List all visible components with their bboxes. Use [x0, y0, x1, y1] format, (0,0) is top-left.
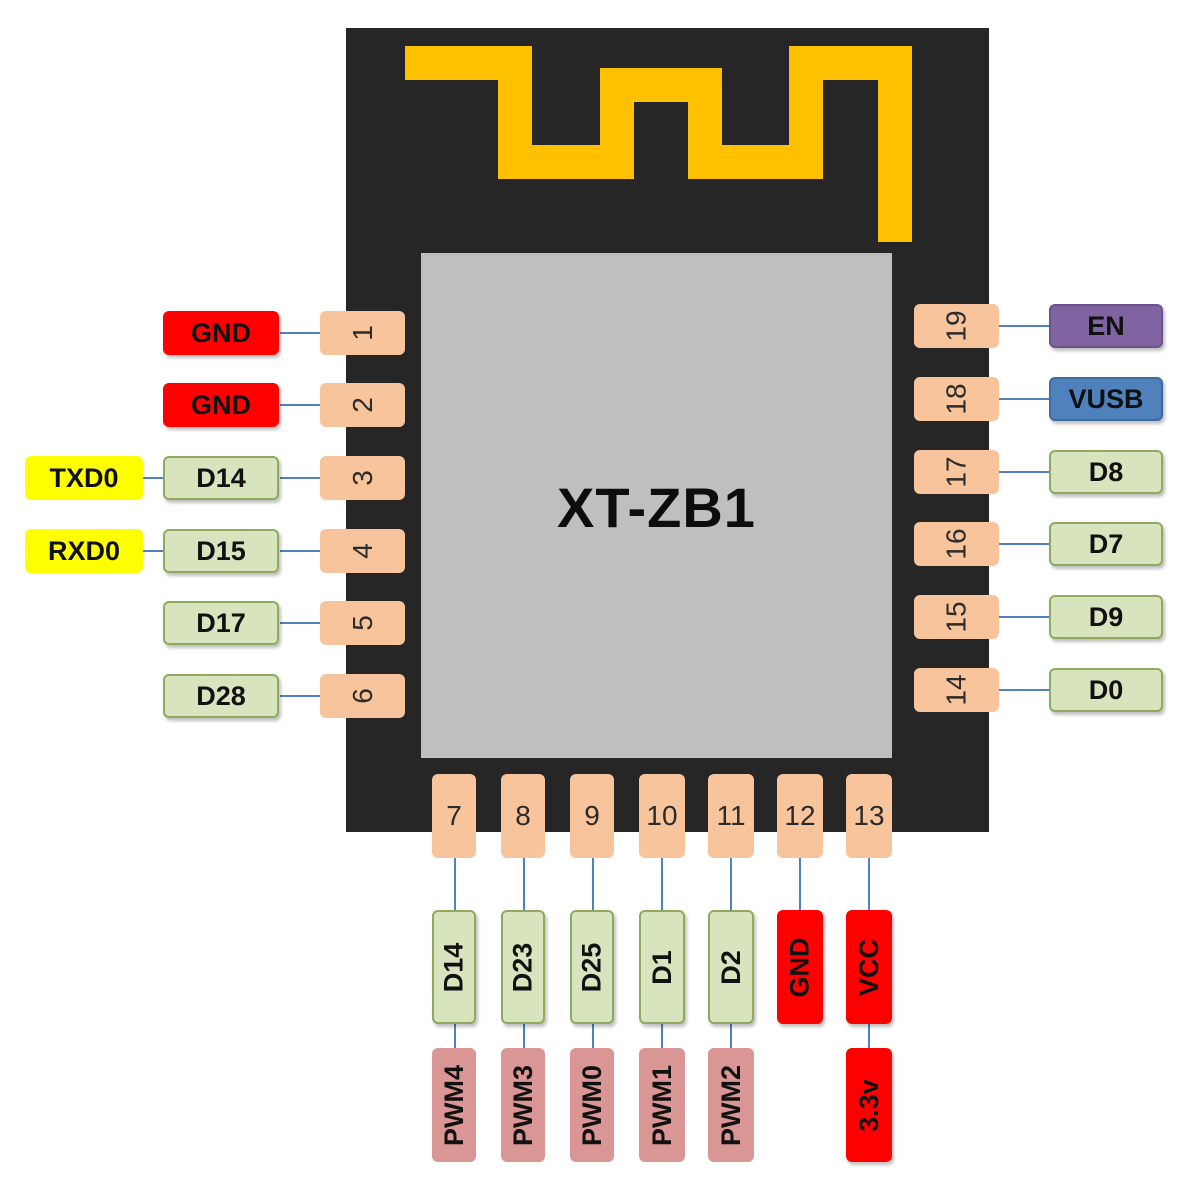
pin-3: 3 — [320, 456, 405, 500]
pin-number: 11 — [716, 800, 746, 831]
pin-number: 3 — [346, 470, 378, 486]
pin-label-pwm4: PWM4 — [432, 1048, 476, 1162]
connector-line — [999, 398, 1049, 400]
pin-label-gnd: GND — [777, 910, 823, 1024]
pin-number: 9 — [584, 800, 600, 831]
pin-11: 11 — [708, 774, 754, 858]
connector-line — [523, 858, 525, 910]
pin-7: 7 — [432, 774, 476, 858]
pin-number: 17 — [940, 456, 972, 488]
connector-line — [143, 550, 163, 552]
connector-line — [868, 1024, 870, 1048]
pin-13: 13 — [846, 774, 892, 858]
pin-4: 4 — [320, 529, 405, 573]
pin-label-d9: D9 — [1049, 595, 1163, 639]
pin-14: 14 — [914, 668, 999, 712]
pin-label-3v3: 3.3v — [846, 1048, 892, 1162]
pin-label-d23: D23 — [501, 910, 545, 1024]
connector-line — [280, 332, 320, 334]
pin-label-d14: D14 — [432, 910, 476, 1024]
pin-number: 1 — [346, 325, 378, 341]
pin-16: 16 — [914, 522, 999, 566]
connector-line — [280, 550, 320, 552]
connector-line — [454, 858, 456, 910]
pin-1: 1 — [320, 311, 405, 355]
pin-label-vusb: VUSB — [1049, 377, 1163, 421]
pin-17: 17 — [914, 450, 999, 494]
pin-9: 9 — [570, 774, 614, 858]
connector-line — [999, 325, 1049, 327]
pin-label-rxd0: RXD0 — [25, 529, 143, 573]
connector-line — [730, 1024, 732, 1048]
pin-label-d25: D25 — [570, 910, 614, 1024]
connector-line — [280, 695, 320, 697]
connector-line — [280, 477, 320, 479]
pin-label-pwm3: PWM3 — [501, 1048, 545, 1162]
pin-number: 12 — [784, 800, 816, 831]
connector-line — [280, 622, 320, 624]
pin-12: 12 — [777, 774, 823, 858]
pin-label-vcc: VCC — [846, 910, 892, 1024]
pin-number: 2 — [346, 397, 378, 413]
pin-number: 19 — [940, 310, 972, 342]
connector-line — [280, 404, 320, 406]
pin-label-d0: D0 — [1049, 668, 1163, 712]
pin-15: 15 — [914, 595, 999, 639]
connector-line — [592, 1024, 594, 1048]
pin-label-d1: D1 — [639, 910, 685, 1024]
pin-number: 7 — [446, 800, 462, 831]
pin-label-gnd: GND — [163, 383, 279, 427]
module-name: XT-ZB1 — [557, 476, 756, 539]
connector-line — [661, 858, 663, 910]
pin-label-d2: D2 — [708, 910, 754, 1024]
pin-label-d7: D7 — [1049, 522, 1163, 566]
connector-line — [868, 858, 870, 910]
pin-label-pwm1: PWM1 — [639, 1048, 685, 1162]
pin-label-pwm0: PWM0 — [570, 1048, 614, 1162]
pin-2: 2 — [320, 383, 405, 427]
pin-number: 16 — [940, 528, 972, 560]
connector-line — [592, 858, 594, 910]
connector-line — [999, 689, 1049, 691]
pin-6: 6 — [320, 674, 405, 718]
pin-label-d17: D17 — [163, 601, 279, 645]
pin-number: 5 — [346, 615, 378, 631]
pin-label-txd0: TXD0 — [25, 456, 143, 500]
connector-line — [999, 543, 1049, 545]
connector-line — [143, 477, 163, 479]
pin-label-d8: D8 — [1049, 450, 1163, 494]
pin-label-d28: D28 — [163, 674, 279, 718]
connector-line — [730, 858, 732, 910]
chip — [421, 253, 892, 758]
pin-label-en: EN — [1049, 304, 1163, 348]
pin-label-gnd: GND — [163, 311, 279, 355]
connector-line — [999, 616, 1049, 618]
pin-number: 15 — [940, 601, 972, 633]
pin-5: 5 — [320, 601, 405, 645]
pin-number: 8 — [515, 800, 531, 831]
connector-line — [799, 858, 801, 910]
pin-10: 10 — [639, 774, 685, 858]
pin-8: 8 — [501, 774, 545, 858]
connector-line — [661, 1024, 663, 1048]
pin-19: 19 — [914, 304, 999, 348]
pin-number: 10 — [646, 800, 678, 831]
pin-18: 18 — [914, 377, 999, 421]
pin-label-pwm2: PWM2 — [708, 1048, 754, 1162]
connector-line — [999, 471, 1049, 473]
pin-number: 14 — [940, 674, 972, 706]
pin-number: 6 — [346, 688, 378, 704]
pin-label-d15: D15 — [163, 529, 279, 573]
pin-number: 4 — [346, 543, 378, 559]
connector-line — [454, 1024, 456, 1048]
connector-line — [523, 1024, 525, 1048]
pin-label-d14: D14 — [163, 456, 279, 500]
pin-number: 18 — [940, 383, 972, 415]
pin-number: 13 — [853, 800, 885, 831]
